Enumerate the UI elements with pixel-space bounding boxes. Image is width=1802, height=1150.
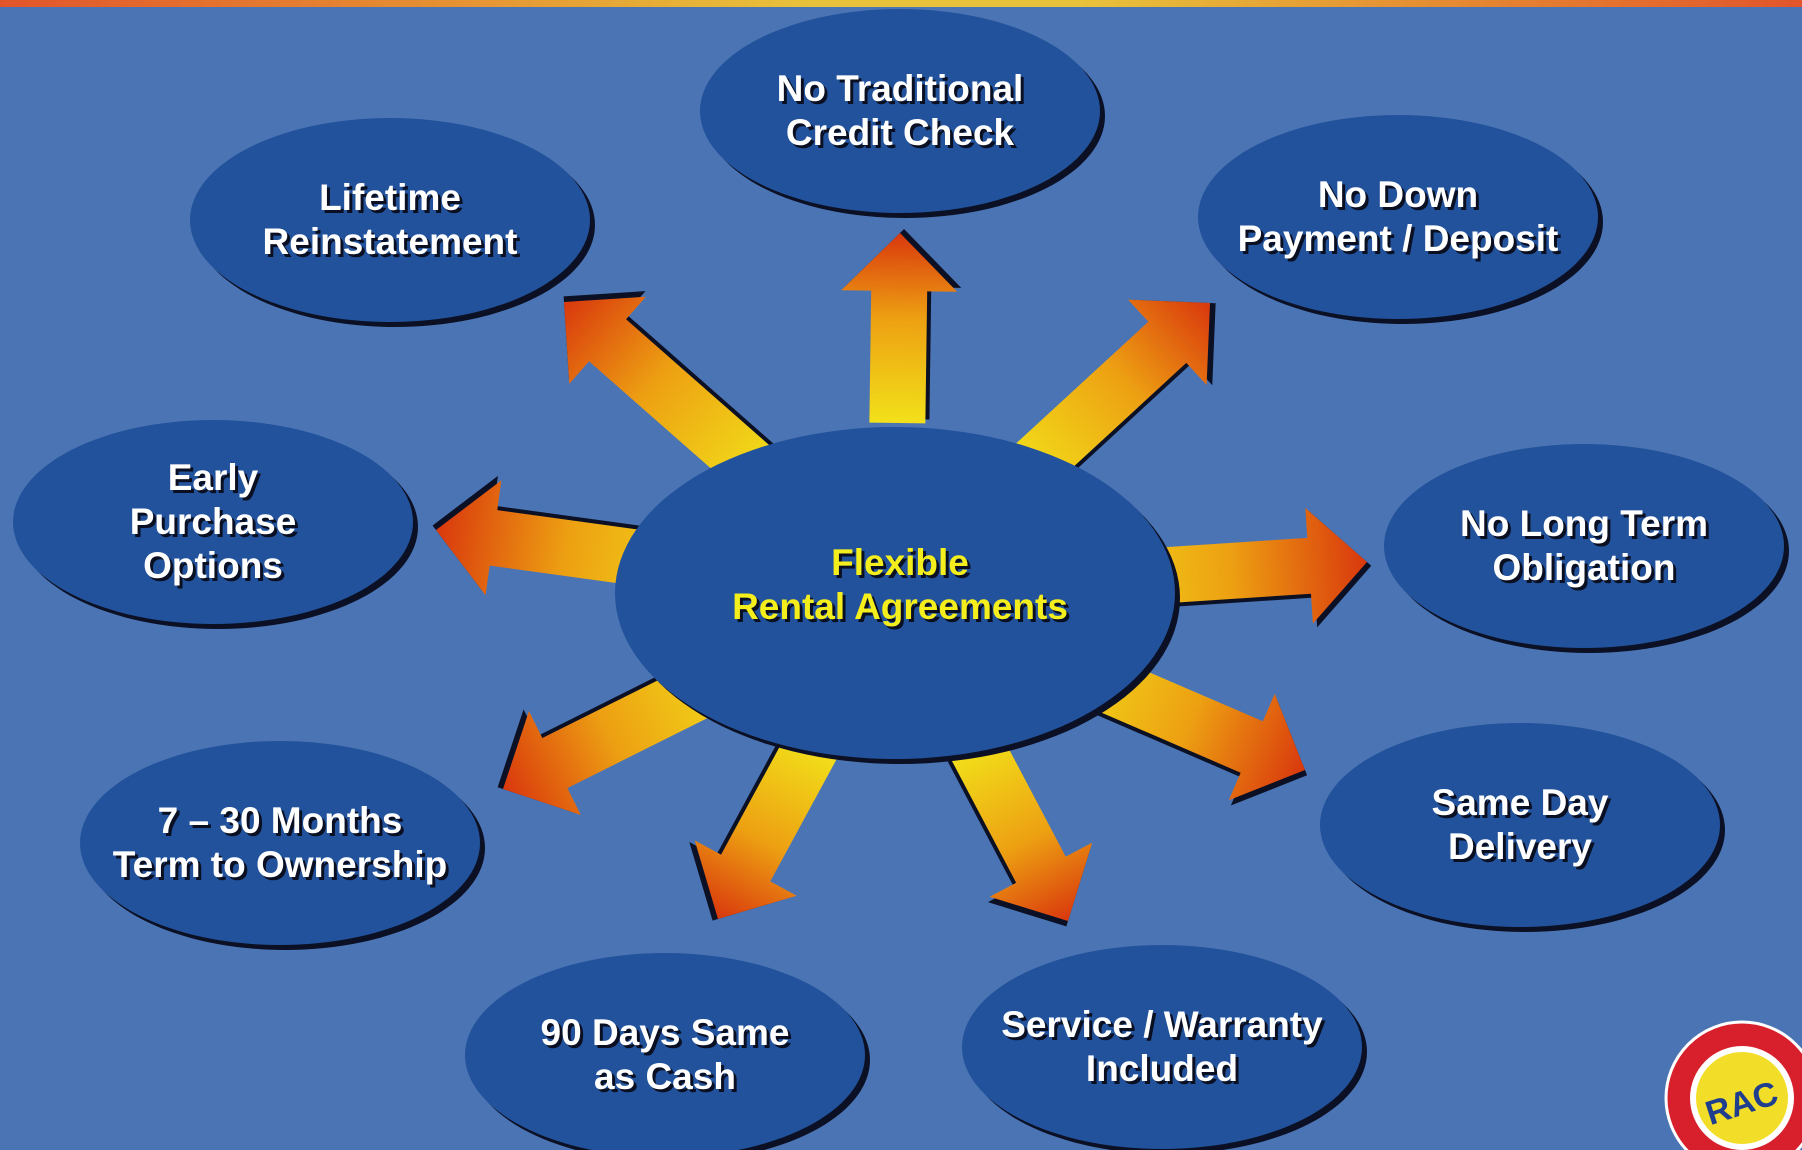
node-label-line2: Delivery bbox=[1447, 826, 1592, 867]
node-no-credit-check: No Traditional Credit Check bbox=[777, 67, 1024, 155]
ellipse-center bbox=[615, 427, 1180, 764]
node-label-line2: as Cash bbox=[594, 1056, 736, 1097]
node-early-purchase-options: Early Purchase Options bbox=[130, 456, 297, 588]
ellipse-lifetime bbox=[190, 118, 595, 327]
node-label-line2: Credit Check bbox=[785, 112, 1015, 153]
arrow-to-service-warranty-shape bbox=[949, 730, 1093, 921]
arrow-to-service-warranty bbox=[947, 730, 1093, 927]
rac-logo bbox=[1664, 1020, 1802, 1150]
ellipse-credit-check bbox=[700, 9, 1105, 218]
ellipse-term-ownership bbox=[80, 741, 485, 950]
arrow-to-down-payment-shape bbox=[1001, 299, 1210, 499]
node-label-line2: Term to Ownership bbox=[112, 844, 448, 885]
ellipse-same-day bbox=[1320, 723, 1725, 932]
arrow-to-lifetime-shape bbox=[563, 296, 786, 502]
ellipse-same-as-cash-shape bbox=[465, 953, 865, 1150]
node-term-to-ownership: 7 – 30 Months Term to Ownership bbox=[113, 799, 447, 887]
ellipse-credit-check-shape bbox=[700, 9, 1100, 213]
ellipse-service-warranty-shape bbox=[962, 945, 1362, 1149]
node-label-line2: Payment / Deposit bbox=[1237, 218, 1559, 259]
center-label-line1: Flexible bbox=[831, 542, 969, 583]
arrow-to-lifetime bbox=[563, 291, 786, 502]
node-label-line2: Obligation bbox=[1492, 547, 1676, 588]
node-label-line2: Included bbox=[1085, 1048, 1239, 1089]
node-same-as-cash: 90 Days Same as Cash bbox=[541, 1011, 790, 1099]
ellipse-service-warranty bbox=[962, 945, 1367, 1150]
node-label-line1: Service / Warranty bbox=[1001, 1004, 1323, 1045]
ellipse-down-payment-shape bbox=[1198, 115, 1598, 319]
node-label-line1: Early bbox=[167, 457, 259, 498]
arrow-to-down-payment bbox=[1001, 299, 1216, 499]
ellipse-early-purchase bbox=[13, 420, 418, 629]
node-label-line1: Same Day bbox=[1431, 782, 1609, 823]
node-label-line2: Reinstatement bbox=[262, 221, 518, 262]
node-service-warranty: Service / Warranty Included bbox=[1001, 1003, 1323, 1091]
node-label-line1: Lifetime bbox=[319, 177, 461, 218]
ellipse-term-ownership-shape bbox=[80, 741, 480, 945]
center-label-line2: Rental Agreements bbox=[732, 586, 1068, 627]
ellipse-same-as-cash bbox=[465, 953, 870, 1150]
node-label-line1: No Traditional bbox=[776, 68, 1024, 109]
node-label-line1: No Long Term bbox=[1459, 503, 1709, 544]
ellipse-center-shape bbox=[615, 427, 1175, 759]
node-label-line1: No Down bbox=[1317, 174, 1479, 215]
node-label-line3: Options bbox=[143, 545, 283, 586]
node-label-line1: 7 – 30 Months bbox=[157, 800, 403, 841]
arrow-to-same-as-cash bbox=[689, 729, 839, 921]
arrow-to-credit-check bbox=[841, 229, 962, 424]
ellipse-long-term-shape bbox=[1384, 444, 1784, 648]
node-no-long-term-obligation: No Long Term Obligation bbox=[1460, 502, 1708, 590]
ellipse-same-day-shape bbox=[1320, 723, 1720, 927]
center-label: Flexible Rental Agreements bbox=[732, 541, 1068, 629]
arrow-to-credit-check-shape bbox=[841, 232, 958, 424]
ellipse-early-purchase-shape bbox=[13, 420, 413, 624]
node-label-line2: Purchase bbox=[129, 501, 297, 542]
arrow-to-same-as-cash-shape bbox=[694, 729, 839, 919]
ellipse-lifetime-shape bbox=[190, 118, 590, 322]
ellipse-long-term bbox=[1384, 444, 1789, 653]
top-accent-bar bbox=[0, 0, 1802, 7]
node-no-down-payment: No Down Payment / Deposit bbox=[1238, 173, 1559, 261]
node-label-line1: 90 Days Same bbox=[540, 1012, 790, 1053]
node-lifetime-reinstatement: Lifetime Reinstatement bbox=[263, 176, 518, 264]
node-same-day-delivery: Same Day Delivery bbox=[1432, 781, 1609, 869]
ellipse-down-payment bbox=[1198, 115, 1603, 324]
